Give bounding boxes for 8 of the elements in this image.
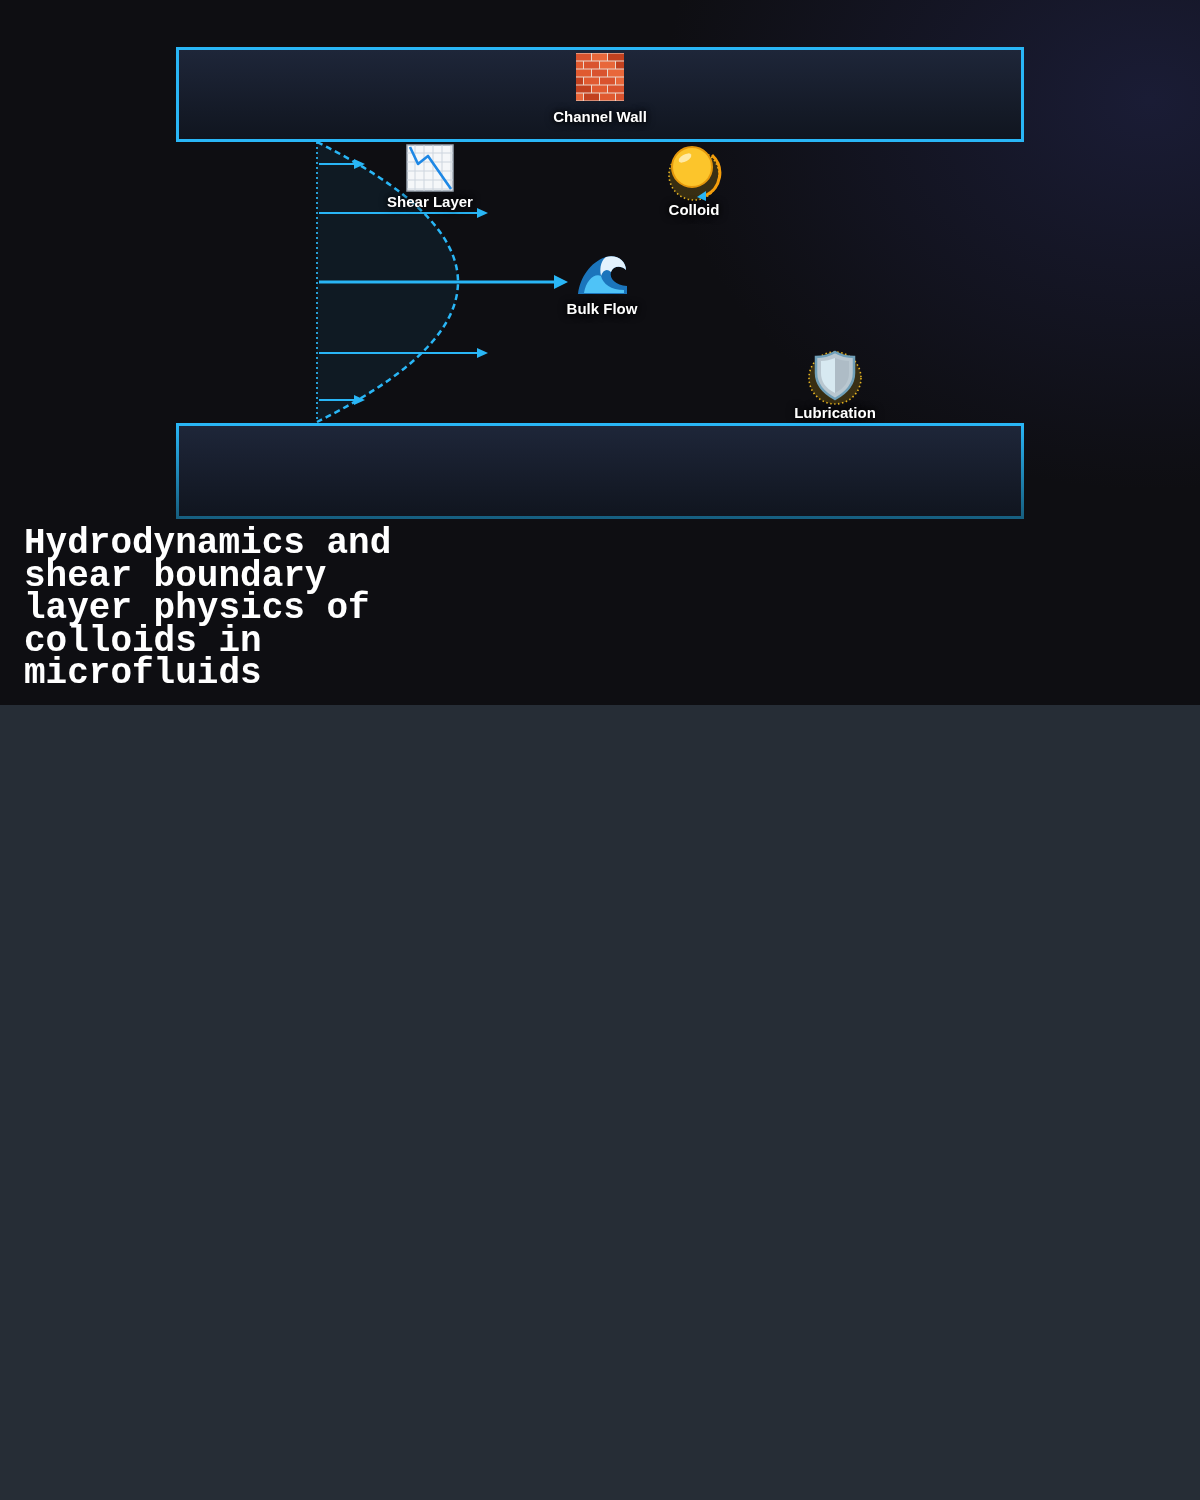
node-label: Lubrication: [794, 405, 876, 421]
node-label: Colloid: [668, 202, 720, 218]
node-label: Bulk Flow: [566, 301, 638, 317]
node-label: Shear Layer: [387, 194, 473, 210]
node-label: Channel Wall: [553, 109, 647, 125]
title: Hydrodynamics and shear boundary layer physics of colloids in microfluids: [24, 528, 393, 691]
channel-wall: [176, 47, 1024, 142]
channel-wall: [176, 423, 1024, 519]
